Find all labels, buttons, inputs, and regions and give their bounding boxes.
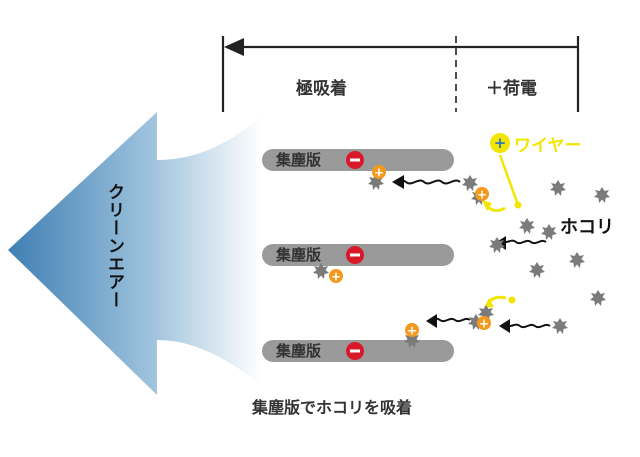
dust-particle <box>529 262 545 278</box>
plus-charge-symbol: + <box>479 317 489 331</box>
dust-particle <box>462 175 478 191</box>
plus-charge-icon: + <box>372 165 386 180</box>
plate-label-2: 集塵版 <box>276 246 322 264</box>
dust-label: ホコリ <box>560 217 614 238</box>
plus-charge-symbol: + <box>477 188 487 202</box>
plate-label-3: 集塵版 <box>276 342 322 360</box>
minus-charge-icon <box>346 246 364 264</box>
minus-charge-icon <box>346 342 364 360</box>
plus-charge-symbol: + <box>374 166 384 180</box>
minus-charge-icon <box>346 151 364 169</box>
clean-air-arrow <box>8 112 262 395</box>
plus-charge-symbol: + <box>407 324 417 338</box>
plus-charge-icon: + <box>475 187 489 202</box>
dust-particle <box>552 318 568 334</box>
collector-plate-3 <box>262 340 454 362</box>
collector-plate-1 <box>262 149 454 171</box>
plate-label-1: 集塵版 <box>276 151 322 169</box>
plus-charge-icon: + <box>329 269 343 284</box>
dust-particle <box>594 187 610 203</box>
plus-charge-symbol: + <box>331 270 341 284</box>
plus-charge-icon: + <box>477 316 491 331</box>
wire-icon: + <box>490 133 510 153</box>
zone-bracket <box>221 36 580 112</box>
zone-label-adsorb: 極吸着 <box>296 79 347 99</box>
collector-plate-2 <box>262 244 454 266</box>
clean-air-label: クリーンエアー <box>104 183 124 309</box>
dust-particle <box>519 218 535 234</box>
plus-charge-icon: + <box>405 323 419 338</box>
zone-label-charge: ＋荷電 <box>486 79 537 99</box>
dust-particle <box>541 224 557 240</box>
particle-charges: + + + + + <box>329 165 491 338</box>
wire-label: ワイヤー <box>514 136 582 156</box>
caption: 集塵版でホコリを吸着 <box>252 398 413 417</box>
dust-particle <box>550 180 566 196</box>
svg-text:+: + <box>494 134 507 152</box>
wire-pointer-line <box>498 154 520 206</box>
dust-particle <box>569 252 585 268</box>
dust-particle <box>590 290 606 306</box>
bracket-arrowhead <box>224 38 244 56</box>
